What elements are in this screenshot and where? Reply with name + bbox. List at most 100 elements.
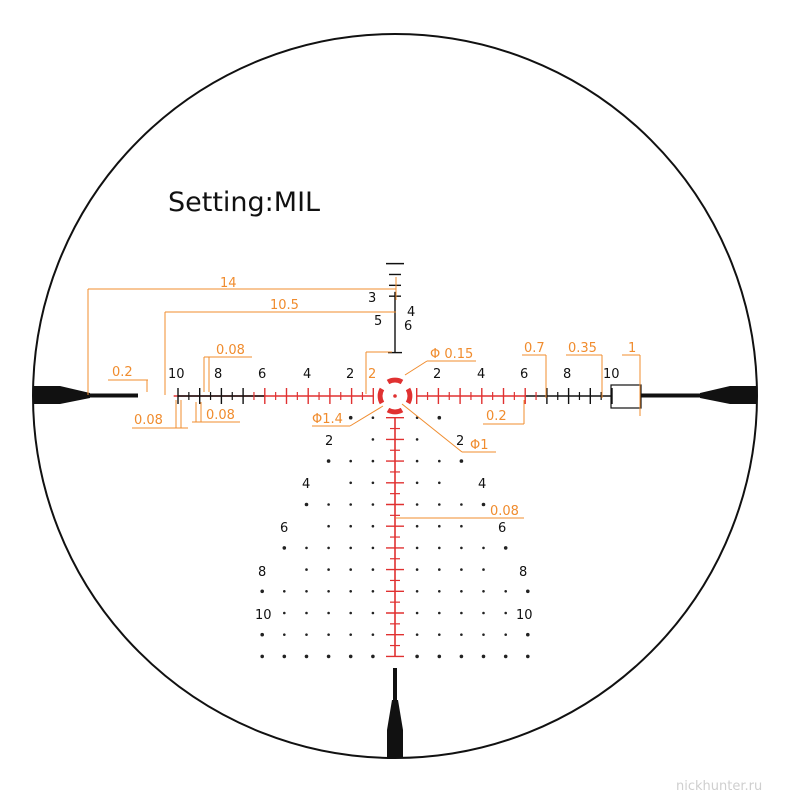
holdover-dot: [482, 546, 485, 550]
holdover-dot: [459, 654, 464, 659]
center-dot: [393, 394, 397, 398]
holdover-dot: [460, 633, 463, 636]
holdover-dot: [415, 654, 419, 659]
holdover-dot: [481, 502, 486, 507]
drop-label-right-2: 2: [456, 434, 464, 449]
holdover-dot: [504, 611, 508, 615]
holdover-dot: [460, 524, 463, 528]
right-label-2: 2: [433, 367, 441, 382]
holdover-dot: [349, 524, 353, 528]
right-end-box: [610, 384, 642, 409]
dim-1: 1: [628, 341, 636, 356]
vertical-upper-scale: [386, 262, 404, 354]
holdover-dot: [327, 524, 330, 528]
holdover-dot: [504, 590, 508, 593]
holdover-dot: [526, 632, 530, 637]
holdover-dot: [482, 611, 485, 615]
drop-label-right-10: 10: [516, 608, 533, 623]
right-label-10: 10: [603, 367, 620, 382]
holdover-dot: [371, 590, 375, 593]
drop-label-right-4: 4: [478, 477, 486, 492]
holdover-dot: [415, 524, 419, 528]
holdover-dot: [349, 481, 353, 485]
dim-0-35: 0.35: [568, 341, 597, 356]
holdover-dot: [415, 633, 419, 636]
holdover-dot: [415, 611, 419, 615]
holdover-dot: [349, 459, 353, 463]
holdover-dot: [260, 589, 265, 594]
drop-label-right-6: 6: [498, 521, 506, 536]
center-circle: [377, 377, 413, 415]
dim-0-2-left: 0.2: [112, 365, 133, 380]
dim-2: 2: [368, 367, 376, 382]
dim-phi-0-15: Φ 0.15: [430, 347, 473, 362]
holdover-dot: [305, 590, 308, 593]
drop-label-right-8: 8: [519, 565, 527, 580]
vertical-label-5: 5: [374, 314, 382, 329]
left-label-8: 8: [214, 367, 222, 382]
drop-label-left-8: 8: [258, 565, 266, 580]
holdover-dot: [371, 611, 375, 615]
holdover-dot: [349, 590, 353, 593]
holdover-dot: [348, 415, 353, 420]
holdover-dot: [305, 568, 308, 571]
holdover-dot: [415, 481, 419, 485]
right-label-4: 4: [477, 367, 485, 382]
holdover-dot: [438, 503, 441, 506]
holdover-dot: [327, 568, 330, 571]
holdover-dot: [371, 416, 375, 420]
holdover-dot: [438, 546, 441, 550]
holdover-dot: [327, 611, 330, 615]
holdover-dot: [438, 590, 441, 593]
holdover-dot: [282, 546, 287, 550]
holdover-dot: [460, 568, 463, 571]
holdover-dot: [371, 568, 375, 571]
holdover-dot: [438, 481, 441, 485]
holdover-dot: [503, 546, 508, 550]
holdover-dot: [504, 633, 508, 636]
holdover-dot: [415, 546, 419, 550]
holdover-dot: [438, 611, 441, 615]
holdover-dot: [305, 633, 308, 636]
holdover-dot: [260, 654, 265, 659]
holdover-dot: [503, 654, 508, 659]
dim-0-2-right: 0.2: [486, 409, 507, 424]
holdover-dot: [438, 459, 441, 463]
left-label-10: 10: [168, 367, 185, 382]
holdover-dot: [283, 633, 286, 636]
holdover-dot: [305, 546, 308, 550]
dim-0-7: 0.7: [524, 341, 545, 356]
holdover-dot: [460, 611, 463, 615]
holdover-dot: [371, 633, 375, 636]
holdover-dot: [438, 633, 441, 636]
holdover-dot: [327, 503, 330, 506]
holdover-dot-grid: [260, 415, 530, 659]
holdover-dot: [438, 568, 441, 571]
holdover-dot: [349, 546, 353, 550]
drop-label-left-2: 2: [325, 434, 333, 449]
holdover-dot: [438, 524, 441, 528]
drop-label-left-10: 10: [255, 608, 272, 623]
holdover-dot: [482, 633, 485, 636]
holdover-dot: [282, 654, 287, 659]
left-label-4: 4: [303, 367, 311, 382]
holdover-dot: [305, 611, 308, 615]
holdover-dot: [481, 654, 486, 659]
holdover-dot: [371, 481, 375, 485]
vertical-lower-scale: [386, 417, 404, 658]
holdover-dot: [349, 611, 353, 615]
dim-0-08-c: 0.08: [206, 408, 235, 423]
dim-14: 14: [220, 276, 237, 291]
dimension-annotations: [87, 277, 641, 519]
right-label-8: 8: [563, 367, 571, 382]
holdover-dot: [415, 503, 419, 506]
horizontal-scale: [173, 388, 613, 404]
vertical-label-3: 3: [368, 291, 376, 306]
setting-title: Setting:MIL: [168, 187, 320, 218]
holdover-dot: [326, 654, 331, 659]
holdover-dot: [326, 459, 331, 463]
left-label-6: 6: [258, 367, 266, 382]
holdover-dot: [304, 502, 309, 507]
holdover-dot: [327, 590, 330, 593]
holdover-dot: [460, 590, 463, 593]
